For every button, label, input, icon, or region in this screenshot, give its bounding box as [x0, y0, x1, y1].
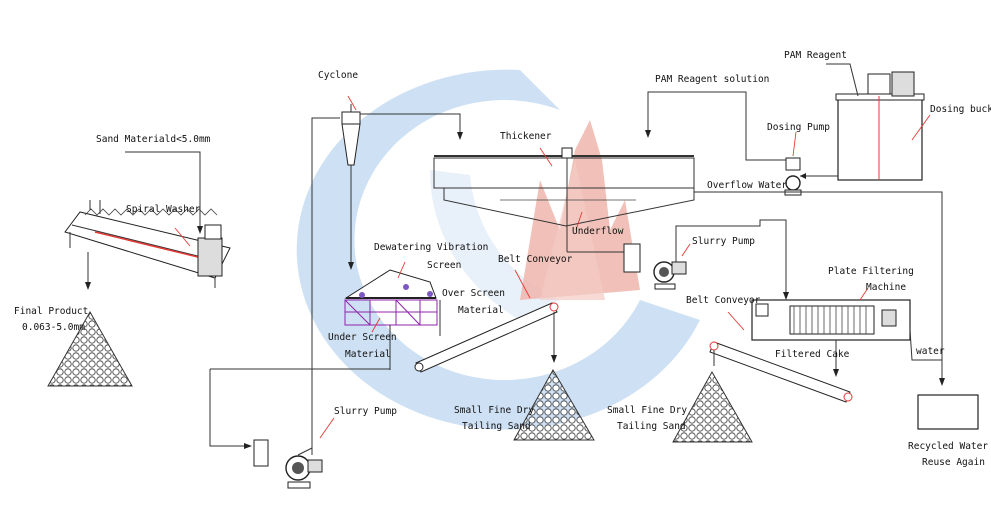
- water-label: water: [916, 346, 945, 357]
- final-product-label: Final Product: [14, 306, 88, 317]
- underflow-label: Underflow: [572, 226, 624, 237]
- cyclone-label: Cyclone: [318, 70, 358, 81]
- overflow-water-label: Overflow Water: [707, 180, 787, 191]
- belt-conveyor-label-2: Belt Conveyor: [686, 295, 761, 306]
- sand-pile-icon: [47, 310, 133, 387]
- thickener-label: Thickener: [500, 131, 552, 142]
- watermark-logo: [296, 69, 700, 430]
- pam-reagent-label: PAM Reagent: [784, 50, 847, 61]
- sand-pile-icon: [672, 370, 753, 443]
- slurry-pump-icon: [653, 261, 687, 290]
- recycled-water-label-2: Reuse Again: [922, 457, 985, 468]
- over-screen-label: Over Screen: [442, 288, 505, 299]
- sand-pile-icon: [513, 368, 595, 441]
- plate-filter-label-2: Machine: [866, 282, 906, 293]
- vibration-screen-icon: [344, 269, 438, 326]
- slurry-pump-right-label: Slurry Pump: [692, 236, 755, 247]
- dosing-pump-label: Dosing Pump: [767, 122, 830, 133]
- under-screen-label: Under Screen: [328, 332, 397, 343]
- final-product-size-label: 0.063-5.0mm: [22, 322, 85, 333]
- belt-conveyor-icon: [414, 302, 559, 373]
- filtered-cake-label: Filtered Cake: [775, 349, 850, 360]
- dewatering-screen-label: Dewatering Vibration: [374, 242, 488, 253]
- water-tank-icon: [917, 394, 979, 430]
- cyclone-icon: [330, 104, 361, 166]
- fine-sand-label-1a: Small Fine Dry: [454, 405, 534, 416]
- sand-material-label: Sand Materiald<5.0mm: [96, 134, 211, 145]
- plate-filter-press-icon: [751, 299, 911, 341]
- belt-conveyor-icon: [709, 341, 853, 403]
- slurry-pump-left-label: Slurry Pump: [334, 406, 397, 417]
- thickener-icon: [433, 147, 695, 252]
- sand-input-line: [125, 151, 201, 232]
- dosing-bucket-label: Dosing bucket: [930, 104, 991, 115]
- pam-solution-label: PAM Reagent solution: [655, 74, 769, 85]
- slurry-pump-icon: [253, 439, 323, 489]
- belt-conveyor-label-1: Belt Conveyor: [498, 254, 573, 265]
- fine-sand-label-1b: Tailing Sand: [462, 421, 531, 432]
- plate-filter-label: Plate Filtering: [828, 266, 914, 277]
- fine-sand-label-2b: Tailing Sand: [617, 421, 686, 432]
- spiral-washer-label: Spiral Washer: [126, 204, 201, 215]
- dosing-pump-icon: [784, 157, 802, 196]
- over-screen-label-2: Material: [458, 305, 504, 316]
- spiral-washer-icon: [64, 208, 231, 288]
- dosing-bucket-icon: [835, 71, 925, 181]
- recycled-water-label: Recycled Water to: [908, 441, 991, 452]
- fine-sand-label-2a: Small Fine Dry: [607, 405, 687, 416]
- under-screen-label-2: Material: [345, 349, 391, 360]
- dewatering-screen-label-2: Screen: [427, 260, 461, 271]
